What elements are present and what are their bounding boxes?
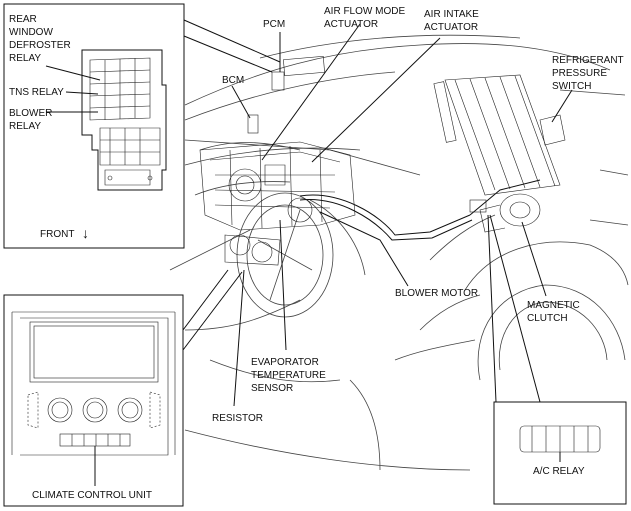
svg-text:SWITCH: SWITCH: [552, 81, 591, 92]
svg-text:AIR INTAKE: AIR INTAKE: [424, 9, 479, 20]
svg-text:RELAY: RELAY: [9, 121, 41, 132]
climate-control-unit-label: CLIMATE CONTROL UNIT: [32, 490, 152, 501]
svg-text:REAR: REAR: [9, 14, 37, 25]
leader-resistor: [233, 269, 245, 407]
resistor-label: RESISTOR: [212, 413, 263, 424]
leader-blower-motor: [319, 211, 409, 287]
svg-text:ACTUATOR: ACTUATOR: [324, 19, 378, 30]
air-intake-actuator-label: AIR INTAKE ACTUATOR: [424, 9, 479, 33]
magnetic-clutch-label: MAGNETIC CLUTCH: [527, 300, 580, 324]
rear-window-defroster-relay-label: REAR WINDOW DEFROSTER RELAY: [9, 14, 71, 64]
condenser: [433, 74, 566, 196]
svg-text:ACTUATOR: ACTUATOR: [424, 22, 478, 33]
svg-text:REFRIGERANT: REFRIGERANT: [552, 55, 624, 66]
front-arrow-icon: ↓: [82, 225, 89, 241]
pcm-connector: [271, 71, 285, 91]
svg-text:PRESSURE: PRESSURE: [552, 68, 607, 79]
air-flow-mode-actuator-label: AIR FLOW MODE ACTUATOR: [324, 6, 405, 30]
svg-text:SENSOR: SENSOR: [251, 383, 293, 394]
leader-air-flow-mode-actuator: [261, 23, 361, 161]
relay-box-callout-line-1: [183, 19, 281, 63]
climate-control-panel: [11, 311, 176, 456]
svg-text:WINDOW: WINDOW: [9, 27, 53, 38]
climate-control-inset-frame: [3, 294, 184, 507]
climate-control-callout-line-1: [182, 269, 229, 331]
ac-relay-component: [519, 425, 601, 453]
ac-relay-callout-line-1: [487, 214, 497, 403]
leader-refrigerant-pressure-switch: [551, 89, 573, 123]
pcm-module: [283, 55, 325, 77]
leader-magnetic-clutch: [521, 221, 547, 297]
pcm-label: PCM: [263, 19, 285, 30]
leader-rear-window-defroster-relay: [45, 65, 101, 81]
relay-box-inset-frame: [3, 3, 185, 249]
front-label: FRONT: [40, 229, 74, 240]
svg-text:TEMPERATURE: TEMPERATURE: [251, 370, 326, 381]
ac-relay-callout-line-2: [489, 214, 541, 403]
ac-compressor: [479, 193, 541, 233]
hvac-unit: [199, 141, 541, 266]
leader-bcm: [231, 85, 251, 119]
svg-text:EVAPORATOR: EVAPORATOR: [251, 357, 319, 368]
leader-evaporator-temperature-sensor: [279, 219, 287, 351]
refrigerant-pressure-switch-label: REFRIGERANT PRESSURE SWITCH: [552, 55, 624, 92]
relay-block: [81, 49, 167, 191]
svg-text:MAGNETIC: MAGNETIC: [527, 300, 580, 311]
blower-motor-label: BLOWER MOTOR: [395, 288, 478, 299]
svg-text:RELAY: RELAY: [9, 53, 41, 64]
vehicle-outline: [169, 34, 629, 471]
tns-relay-label: TNS RELAY: [9, 87, 64, 98]
bcm-module: [247, 114, 259, 134]
svg-text:BLOWER: BLOWER: [9, 108, 52, 119]
ac-relay-in-engine-bay: [469, 199, 487, 213]
svg-text:DEFROSTER: DEFROSTER: [9, 40, 71, 51]
ac-relay-label: A/C RELAY: [533, 466, 585, 477]
bcm-label: BCM: [222, 75, 244, 86]
climate-control-callout-line-2: [182, 271, 243, 351]
svg-text:AIR FLOW MODE: AIR FLOW MODE: [324, 6, 405, 17]
relay-box-callout-line-2: [183, 35, 273, 73]
leader-air-intake-actuator: [311, 37, 441, 163]
blower-relay-label: BLOWER RELAY: [9, 108, 52, 132]
leader-tns-relay: [65, 91, 99, 95]
evaporator-temperature-sensor-label: EVAPORATOR TEMPERATURE SENSOR: [251, 357, 326, 394]
svg-text:CLUTCH: CLUTCH: [527, 313, 568, 324]
